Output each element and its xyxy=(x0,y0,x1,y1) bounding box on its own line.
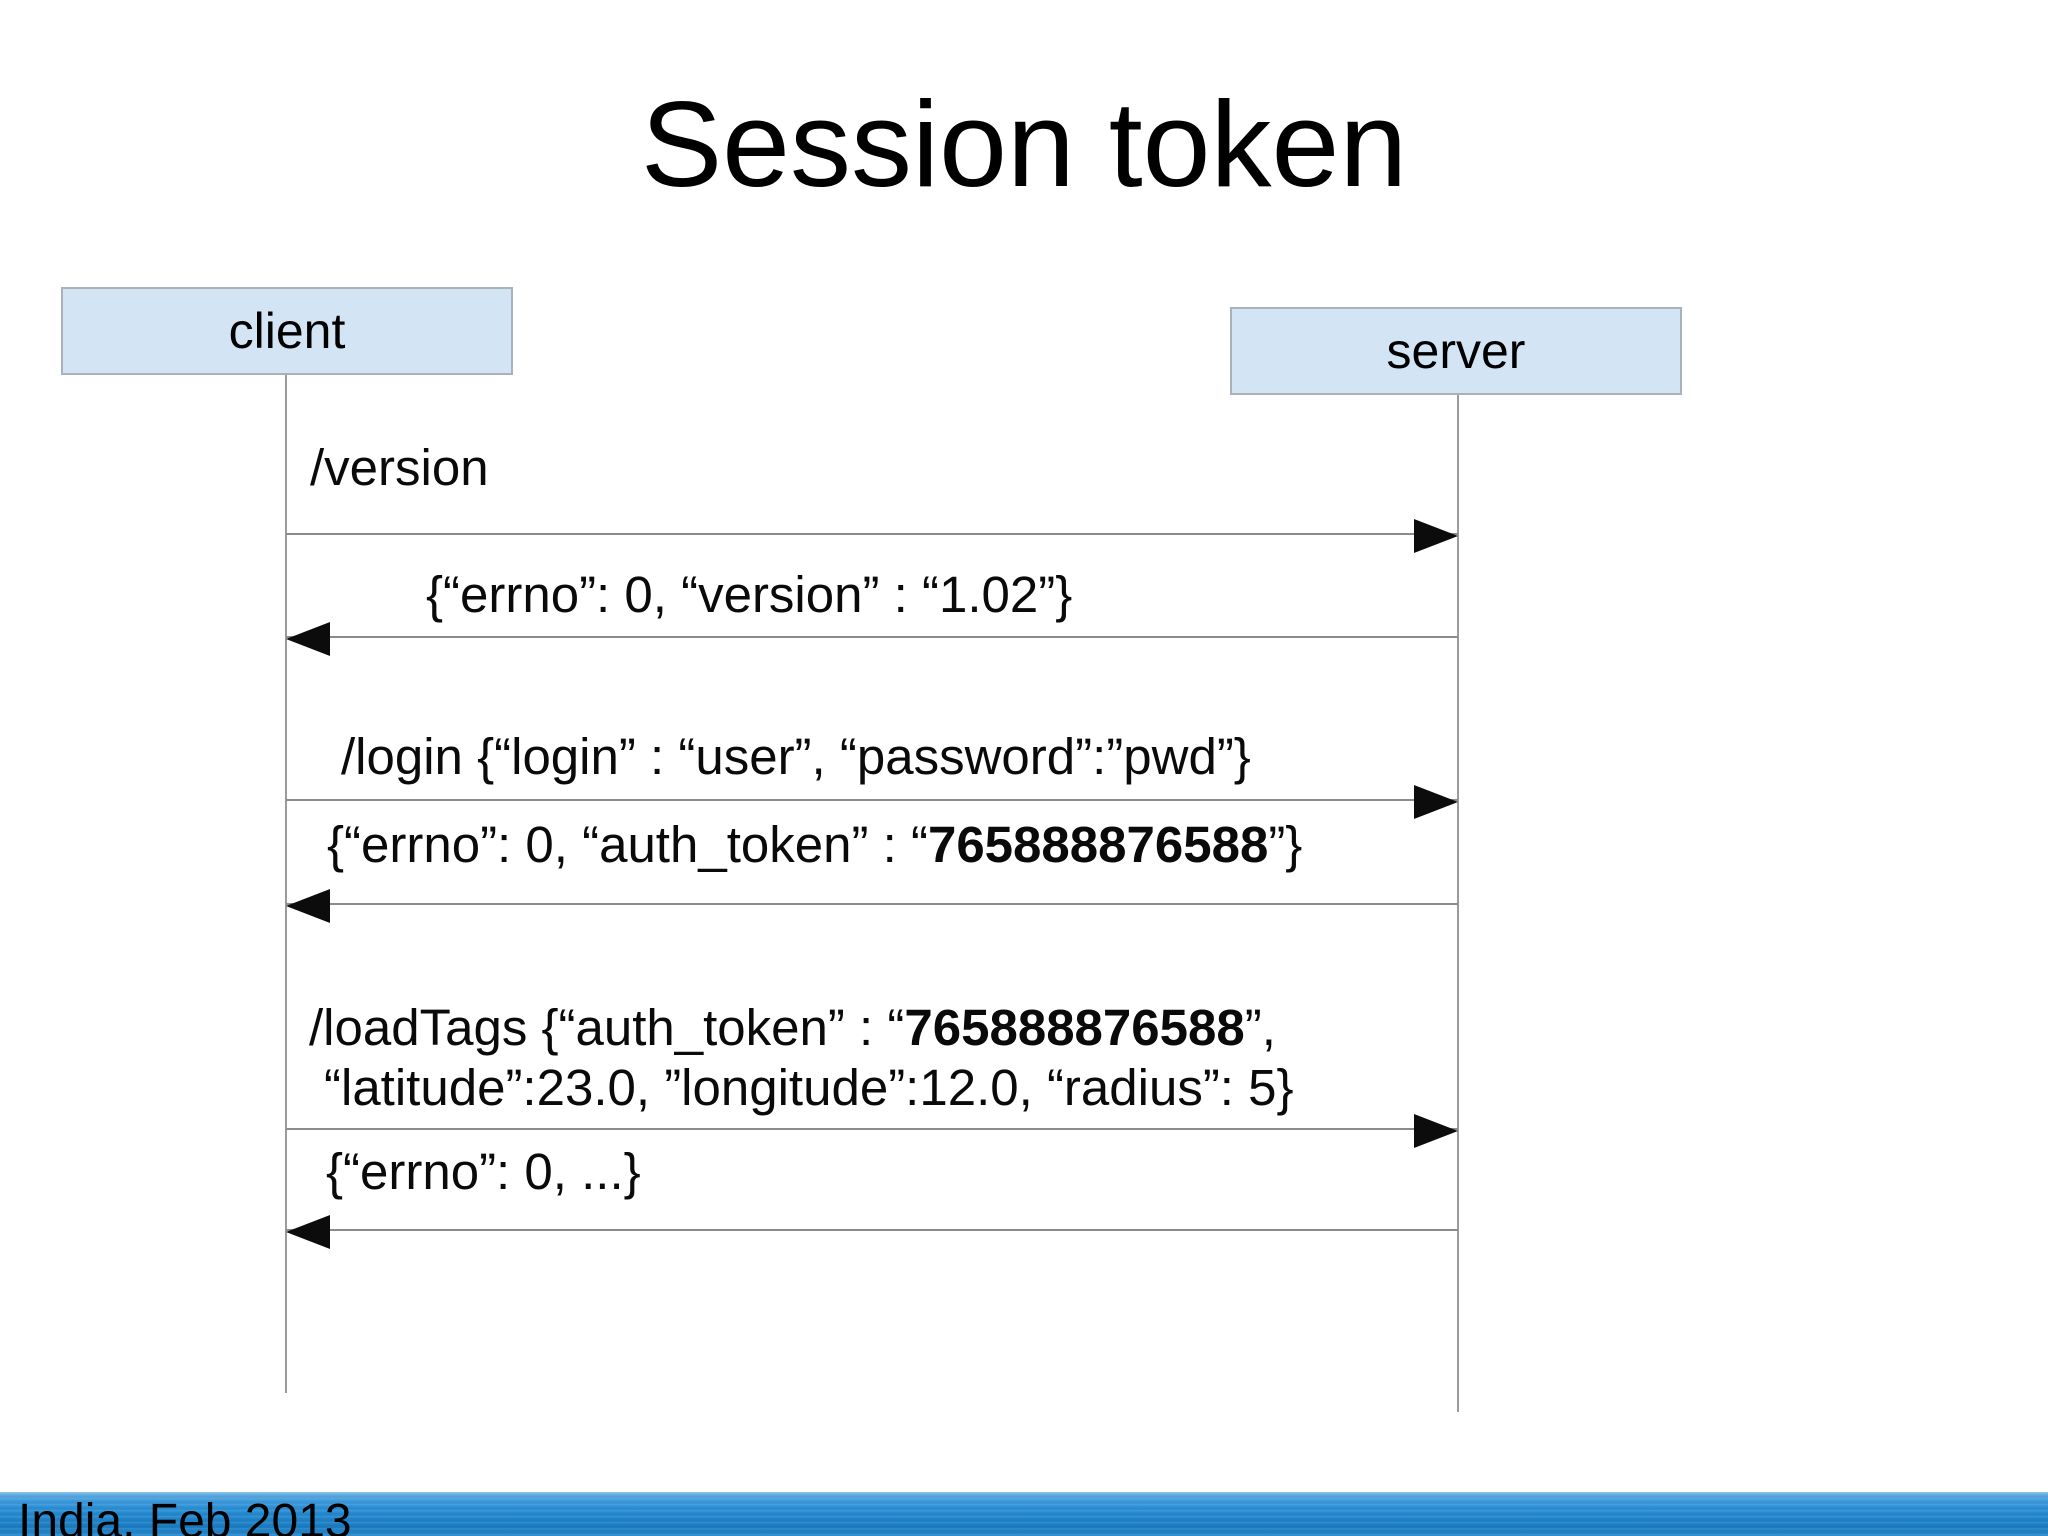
arrowhead-left-icon xyxy=(286,889,330,923)
message-label-login-request: /login {“login” : “user”, “password”:”pw… xyxy=(341,728,1251,785)
login-response-prefix: {“errno”: 0, “auth_token” : “ xyxy=(327,816,928,873)
message-arrow-loadtags-request xyxy=(286,1114,1458,1148)
client-lifeline xyxy=(285,375,287,1393)
login-response-suffix: ”} xyxy=(1268,816,1303,873)
arrowhead-left-icon xyxy=(286,1215,330,1249)
message-label-version-request: /version xyxy=(310,439,489,496)
actor-box-server: server xyxy=(1230,307,1682,395)
arrowhead-right-icon xyxy=(1414,785,1458,819)
loadtags-line1-suffix: ”, xyxy=(1244,999,1276,1056)
footer-bar: India, Feb 2013 xyxy=(0,1492,2048,1536)
message-arrow-login-request xyxy=(286,785,1458,819)
message-arrow-version-response xyxy=(286,622,1458,656)
message-label-loadtags-response: {“errno”: 0, ...} xyxy=(326,1143,641,1200)
message-label-loadtags-request-line2: “latitude”:23.0, ”longitude”:12.0, “radi… xyxy=(324,1059,1294,1116)
slide-title: Session token xyxy=(640,76,1408,212)
message-label-version-response: {“errno”: 0, “version” : “1.02”} xyxy=(426,566,1073,623)
message-label-loadtags-request-line1: /loadTags {“auth_token” : “765888876588”… xyxy=(309,998,1276,1058)
message-label-login-response: {“errno”: 0, “auth_token” : “76588887658… xyxy=(327,815,1302,875)
message-arrow-version-request xyxy=(286,519,1458,553)
auth-token-value: 765888876588 xyxy=(904,999,1245,1056)
arrowhead-right-icon xyxy=(1414,1114,1458,1148)
actor-label-client: client xyxy=(228,303,346,359)
server-lifeline xyxy=(1457,395,1459,1412)
arrowhead-left-icon xyxy=(286,622,330,656)
auth-token-value: 765888876588 xyxy=(927,816,1269,873)
actor-label-server: server xyxy=(1386,323,1526,379)
arrowhead-right-icon xyxy=(1414,519,1458,553)
message-arrow-loadtags-response xyxy=(286,1215,1458,1249)
message-arrow-login-response xyxy=(286,889,1458,923)
footer-text: India, Feb 2013 xyxy=(18,1495,352,1536)
actor-box-client: client xyxy=(61,287,513,375)
loadtags-line1-prefix: /loadTags {“auth_token” : “ xyxy=(309,999,905,1056)
